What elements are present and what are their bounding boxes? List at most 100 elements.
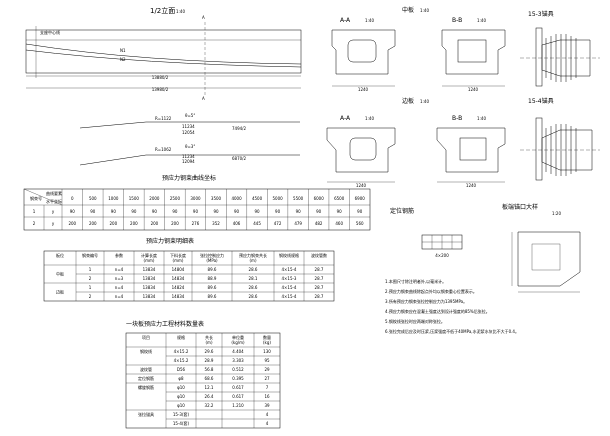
curve1-radius: R=1122	[155, 116, 172, 121]
schedule-cell: n=3	[115, 276, 124, 281]
coord-x-value: 1000	[108, 196, 119, 201]
dim-length-1: 13880/2	[152, 75, 169, 80]
schedule-cell: 13834	[143, 267, 156, 272]
curve2-radius: R=1062	[155, 147, 172, 152]
coord-y-value: 90	[337, 209, 343, 214]
schedule-cell: 14824	[172, 285, 185, 290]
schedule-cell: 28.6	[249, 285, 258, 290]
coord-y-value: 560	[356, 221, 364, 226]
section-mark-a-bottom: A	[202, 96, 205, 101]
note-5: 5.钢绞线张拉时应两端对称张拉。	[385, 318, 445, 324]
mid-slab-title: 中板	[402, 6, 414, 14]
coord-y-value: 90	[70, 209, 76, 214]
schedule-header: (mm)	[144, 258, 155, 263]
material-header: (m)	[205, 340, 212, 345]
coord-y-value: 200	[68, 221, 76, 226]
material-cell: φ10	[177, 403, 185, 408]
coord-y-value: 90	[275, 209, 281, 214]
material-cell: 1.210	[232, 403, 244, 408]
elevation-title: 1/2立面	[150, 6, 175, 15]
coord-y-value: 200	[130, 221, 138, 226]
mid-bb-width: 1240	[468, 87, 479, 92]
coord-x-value: 5000	[273, 196, 284, 201]
schedule-table-cells: 板位钢束编号参数计算长度(mm)下料长度(mm)张拉控制应力(MPa)预应力钢束…	[43, 250, 335, 302]
material-cell: 0.617	[232, 394, 244, 399]
coord-x-value: 3500	[211, 196, 222, 201]
coord-row-axis: y	[52, 221, 55, 226]
coord-row-no: 2	[33, 221, 36, 226]
coord-x-value: 4000	[231, 196, 242, 201]
material-header: 共长	[205, 334, 213, 340]
schedule-header: 波纹管数	[311, 252, 327, 258]
material-cell: 7	[266, 385, 269, 390]
schedule-cell: 14834	[172, 276, 185, 281]
schedule-cell: 28.7	[315, 285, 324, 290]
mid-bb-title: B-B	[452, 17, 462, 24]
coord-y-value: 90	[234, 209, 240, 214]
material-cell: 95	[264, 358, 270, 363]
section-mark-a-top: A	[202, 15, 205, 20]
coord-y-value: 460	[335, 221, 343, 226]
edge-aa-title: A-A	[340, 115, 351, 122]
anchor-15-3-body	[541, 39, 591, 77]
edge-aa-section	[326, 127, 396, 173]
mid-bb-section	[441, 29, 506, 75]
schedule-cell: 89.6	[208, 294, 217, 299]
edge-aa-scale: 1:40	[365, 116, 374, 121]
edge-aa-void	[349, 137, 377, 161]
schedule-cell: 28.1	[249, 276, 258, 281]
schedule-cell: 14834	[172, 294, 185, 299]
material-cell: 32.2	[205, 403, 214, 408]
material-cell: 15-3(套)	[173, 411, 190, 417]
material-cell: φ8	[178, 376, 184, 381]
schedule-cell: 28.6	[249, 294, 258, 299]
schedule-cell: 1	[89, 267, 92, 272]
coord-x-value: 500	[89, 196, 97, 201]
coord-y-value: 90	[255, 209, 261, 214]
material-cell: 波纹管	[140, 366, 152, 372]
material-cell: 130	[263, 349, 271, 354]
edge-bb-section	[436, 127, 506, 173]
mid-bb-scale: 1:40	[477, 18, 486, 23]
schedule-cell: 28.7	[315, 294, 324, 299]
material-cell: 0.395	[232, 376, 244, 381]
material-cell: 定位钢筋	[138, 375, 154, 381]
material-cell: 4×15.2	[174, 349, 189, 354]
coord-x-value: 2000	[149, 196, 160, 201]
mid-aa-section	[331, 29, 396, 75]
edge-bb-width: 1240	[466, 183, 477, 188]
positioning-rebar: 定位钢筋 4×200	[390, 207, 463, 258]
schedule-cell: 13834	[143, 294, 156, 299]
note-4: 4.预应力钢束应在混凝土强度达到设计强度的85%后张拉。	[385, 308, 490, 314]
schedule-header: 下料长度	[170, 252, 186, 258]
curve-detail-1	[79, 121, 300, 129]
note-3: 3.所有预应力钢束张拉控制应力为1395MPa。	[385, 298, 467, 304]
material-cell: 68.6	[205, 376, 214, 381]
schedule-cell: 4×15-4	[282, 285, 297, 290]
coord-y-value: 406	[233, 221, 241, 226]
mid-slab-sections: 中板 1:40 A-A 1:40 B-B 1:40 1240 1240	[331, 6, 506, 92]
material-frame	[125, 332, 281, 429]
material-cell: 28.9	[205, 358, 214, 363]
schedule-cell: 4×15-4	[282, 267, 297, 272]
schedule-cell: 28.7	[315, 267, 324, 272]
coord-y-value: 276	[192, 221, 200, 226]
coord-head-a: 钢束号	[30, 195, 42, 201]
coord-y-value: 90	[131, 209, 137, 214]
mid-aa-void	[347, 39, 377, 63]
schedule-header: 张拉控制应力	[200, 252, 224, 258]
support-label: 支座中心线	[40, 29, 60, 35]
end-detail-recess	[531, 243, 561, 271]
coord-y-value: 90	[213, 209, 219, 214]
coord-y-value: 90	[111, 209, 117, 214]
material-cell: 4	[266, 421, 269, 426]
elevation-scale: 1:40	[176, 9, 185, 14]
strand-n2-curve	[25, 49, 302, 68]
material-cell: 0.512	[232, 367, 244, 372]
curve1-angle: θ=5°	[185, 113, 195, 118]
material-cell: 0.617	[232, 385, 244, 390]
coord-row-axis: y	[52, 209, 55, 214]
material-cell: 螺旋钢筋	[138, 384, 154, 390]
